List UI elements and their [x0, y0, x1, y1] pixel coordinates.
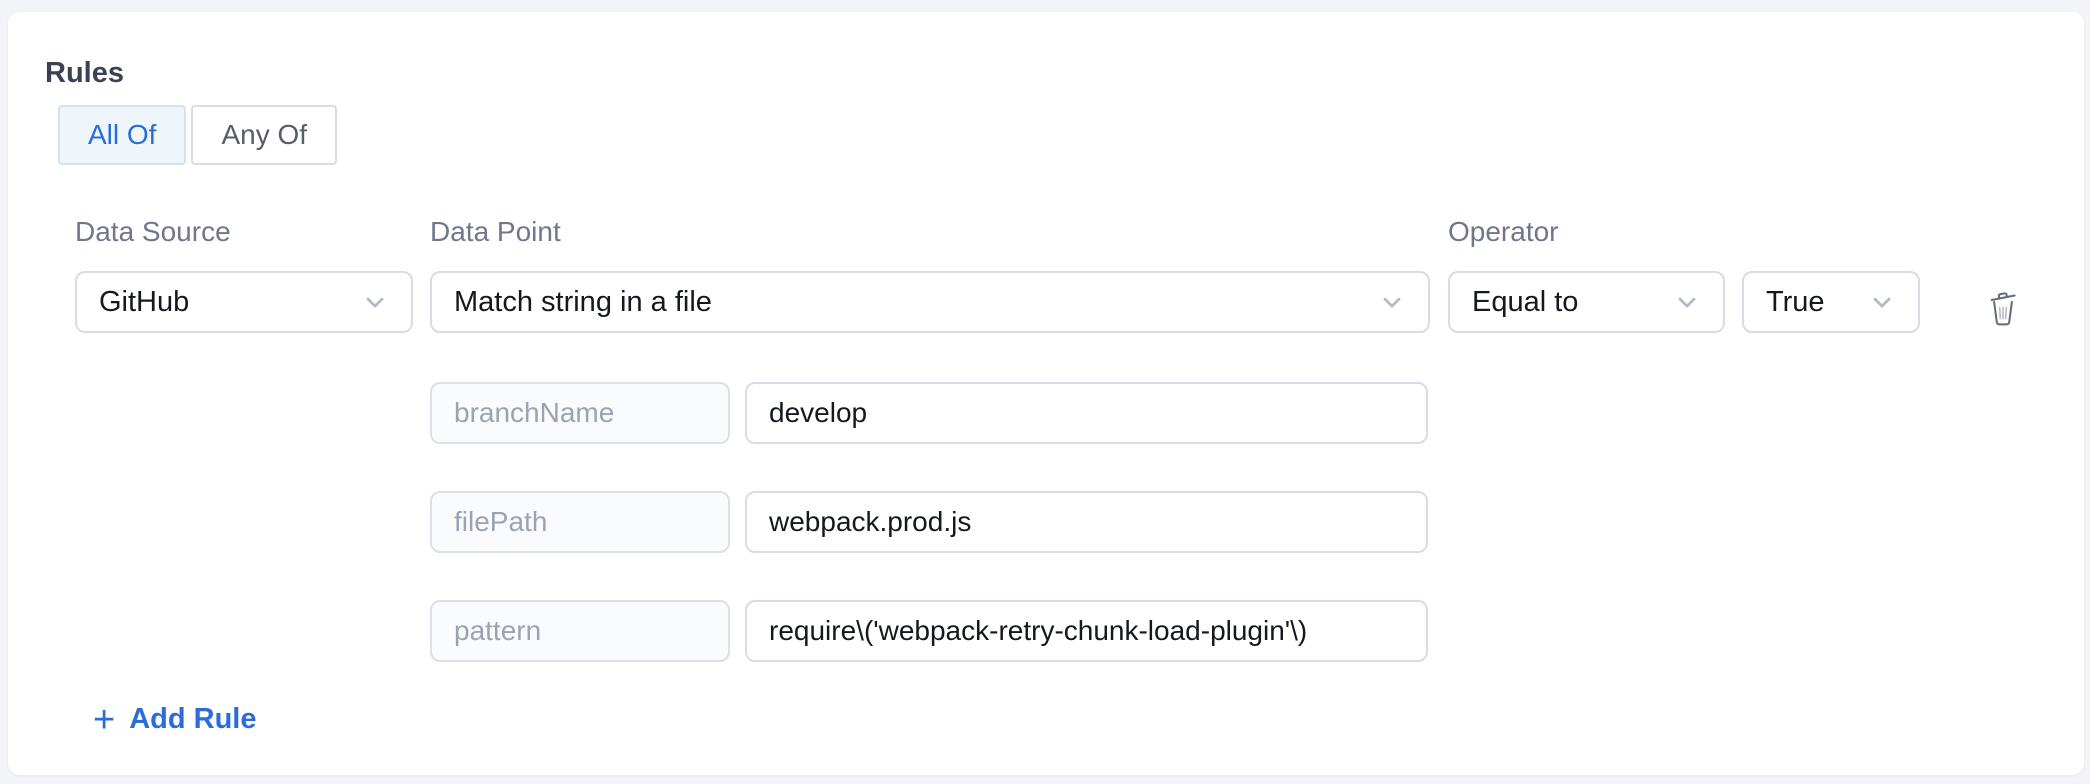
all-of-label: All Of [88, 119, 157, 150]
data-source-value: GitHub [99, 285, 190, 318]
chevron-down-icon [1378, 288, 1406, 316]
data-point-label: Data Point [430, 216, 561, 247]
operator-label: Operator [1448, 216, 1559, 247]
operator-value-field: True [1742, 218, 1920, 333]
operator-value: Equal to [1472, 285, 1579, 318]
parameter-value-input[interactable] [745, 491, 1428, 553]
rule-parameters: branchName filePath pattern [430, 382, 2084, 662]
add-rule-button[interactable]: + Add Rule [93, 698, 257, 741]
trash-icon [1986, 288, 2020, 331]
rule-row: Data Source GitHub Data Point Match stri… [75, 218, 2084, 333]
parameter-key-field: filePath [430, 491, 730, 553]
chevron-down-icon [1673, 288, 1701, 316]
data-source-select[interactable]: GitHub [75, 271, 413, 333]
operator-field: Operator Equal to [1448, 218, 1725, 333]
any-of-button[interactable]: Any Of [191, 105, 338, 165]
data-point-field: Data Point Match string in a file [430, 218, 1430, 333]
rules-card: Rules All Of Any Of Data Source GitHub D… [8, 12, 2084, 775]
operator-select[interactable]: Equal to [1448, 271, 1725, 333]
parameter-value-input[interactable] [745, 382, 1428, 444]
data-point-select[interactable]: Match string in a file [430, 271, 1430, 333]
rules-section-title: Rules [45, 57, 124, 89]
parameter-value-input[interactable] [745, 600, 1428, 662]
operator-value-value: True [1766, 285, 1825, 318]
chevron-down-icon [361, 288, 389, 316]
plus-icon: + [93, 698, 116, 741]
parameter-key-field: branchName [430, 382, 730, 444]
parameter-row-branchname: branchName [430, 382, 2084, 444]
operator-value-select[interactable]: True [1742, 271, 1920, 333]
chevron-down-icon [1868, 288, 1896, 316]
add-rule-label: Add Rule [129, 703, 257, 735]
data-source-label: Data Source [75, 216, 231, 247]
any-of-label: Any Of [221, 119, 308, 150]
data-point-value: Match string in a file [454, 285, 712, 318]
delete-rule-button[interactable] [1983, 287, 2023, 331]
parameter-row-filepath: filePath [430, 491, 2084, 553]
all-of-button[interactable]: All Of [58, 105, 187, 165]
parameter-row-pattern: pattern [430, 600, 2084, 662]
data-source-field: Data Source GitHub [75, 218, 413, 333]
parameter-key-field: pattern [430, 600, 730, 662]
match-mode-segmented-control: All Of Any Of [58, 105, 2084, 165]
